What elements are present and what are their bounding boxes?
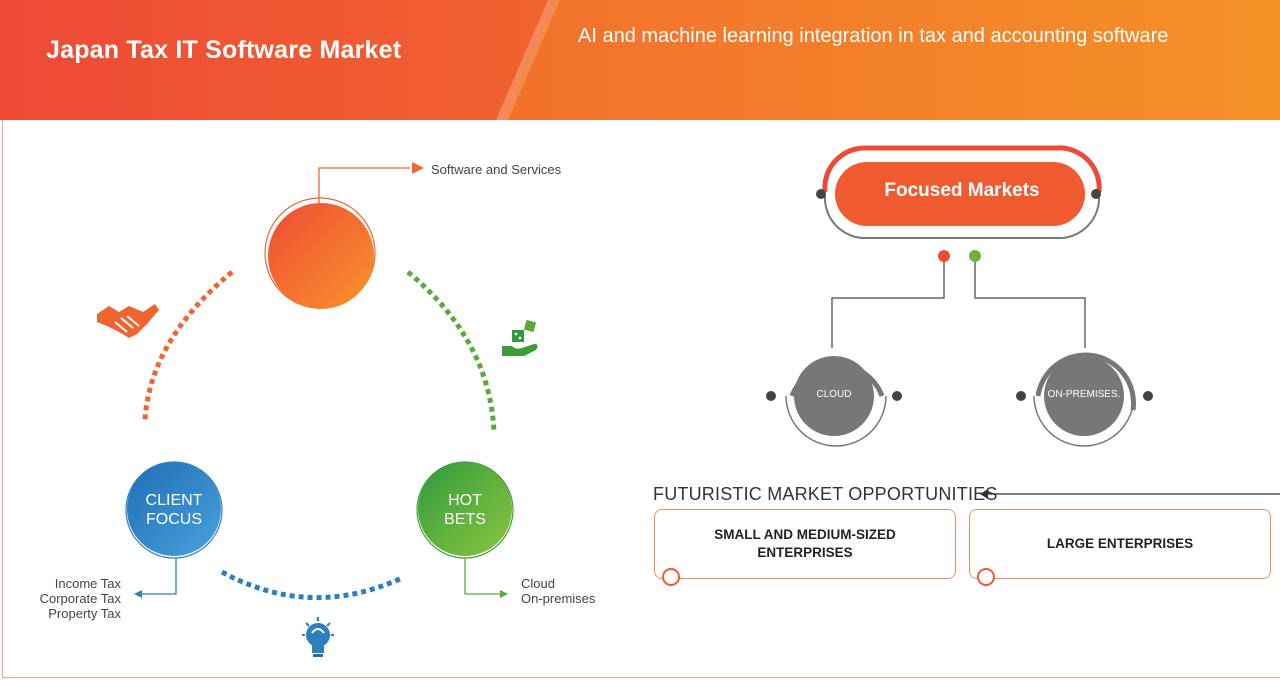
cloud-label: CLOUD bbox=[816, 389, 852, 400]
onprem-ring-top bbox=[1035, 352, 1136, 411]
list-item: Corporate Tax bbox=[39, 591, 121, 606]
onprem-ring-bottom bbox=[1033, 395, 1135, 447]
list-item: Income Tax bbox=[54, 576, 121, 591]
list-item: On-premises bbox=[521, 591, 596, 606]
page-subtitle: AI and machine learning integration in t… bbox=[578, 25, 1169, 47]
dashed-arc-blue bbox=[220, 569, 404, 600]
focused-markets-diagram bbox=[766, 145, 1280, 499]
futuristic-title: FUTURISTIC MARKET OPPORTUNITIES bbox=[653, 484, 998, 504]
header-stripe bbox=[496, 0, 1280, 120]
frame-line-bottom bbox=[2, 677, 1280, 678]
opportunity-large-text: LARGE ENTERPRISES bbox=[1046, 536, 1194, 551]
header-banner: Japan Tax IT Software Market AI and mach… bbox=[0, 0, 1280, 120]
hot-bets-text: HOT BETS bbox=[444, 492, 486, 528]
hot-bets-circle bbox=[418, 462, 512, 556]
client-focus-circle bbox=[127, 462, 221, 556]
strategy-cycle-diagram bbox=[97, 162, 538, 657]
hot-bets-list: Cloud On-premises bbox=[521, 576, 595, 606]
client-connector bbox=[140, 558, 177, 595]
handshake-icon bbox=[97, 304, 159, 338]
opportunity-box-sme: SMALL AND MEDIUM-SIZED ENTERPRISES bbox=[654, 509, 956, 579]
focused-frame-bottom bbox=[823, 195, 1101, 240]
top-circle bbox=[268, 203, 374, 309]
hot-connector bbox=[464, 558, 500, 595]
list-item: Cloud bbox=[521, 576, 555, 591]
top-label: Software and Services bbox=[431, 162, 562, 177]
frame-line-left bbox=[2, 120, 3, 678]
connector-dot-green bbox=[969, 250, 981, 262]
cloud-circle bbox=[794, 356, 874, 436]
focused-markets-label: Focused Markets bbox=[884, 180, 1040, 201]
hot-bets-label: HOT BETS bbox=[418, 491, 512, 529]
opportunity-dot-large bbox=[977, 568, 995, 586]
on-premises-label: ON-PREMISES. bbox=[1047, 389, 1121, 400]
top-connector bbox=[318, 167, 410, 232]
page-title: Japan Tax IT Software Market bbox=[46, 36, 402, 64]
opportunity-dot-sme bbox=[662, 568, 680, 586]
cloud-ring-bottom bbox=[785, 395, 887, 447]
client-focus-text: CLIENT FOCUS bbox=[145, 492, 203, 528]
client-focus-list: Income Tax Corporate Tax Property Tax bbox=[20, 576, 121, 621]
focused-frame-top bbox=[822, 145, 1102, 193]
header-background bbox=[0, 0, 1280, 120]
connector-line-right bbox=[974, 262, 1086, 348]
futuristic-arrow-head bbox=[980, 489, 988, 499]
connector-line-left bbox=[831, 262, 945, 348]
opportunity-sme-text: SMALL AND MEDIUM-SIZED ENTERPRISES bbox=[714, 527, 896, 560]
opportunity-box-large: LARGE ENTERPRISES bbox=[969, 509, 1271, 579]
top-arrow-head bbox=[412, 162, 424, 174]
focused-pill bbox=[835, 162, 1085, 226]
client-focus-label: CLIENT FOCUS bbox=[127, 491, 221, 529]
dice-hand-icon bbox=[502, 319, 538, 356]
dashed-arc-green bbox=[406, 270, 497, 433]
onprem-circle bbox=[1044, 356, 1124, 436]
lightbulb-icon bbox=[302, 617, 334, 657]
connector-dot-red bbox=[938, 250, 950, 262]
list-item: Property Tax bbox=[48, 606, 121, 621]
dashed-arc-orange bbox=[142, 270, 234, 421]
